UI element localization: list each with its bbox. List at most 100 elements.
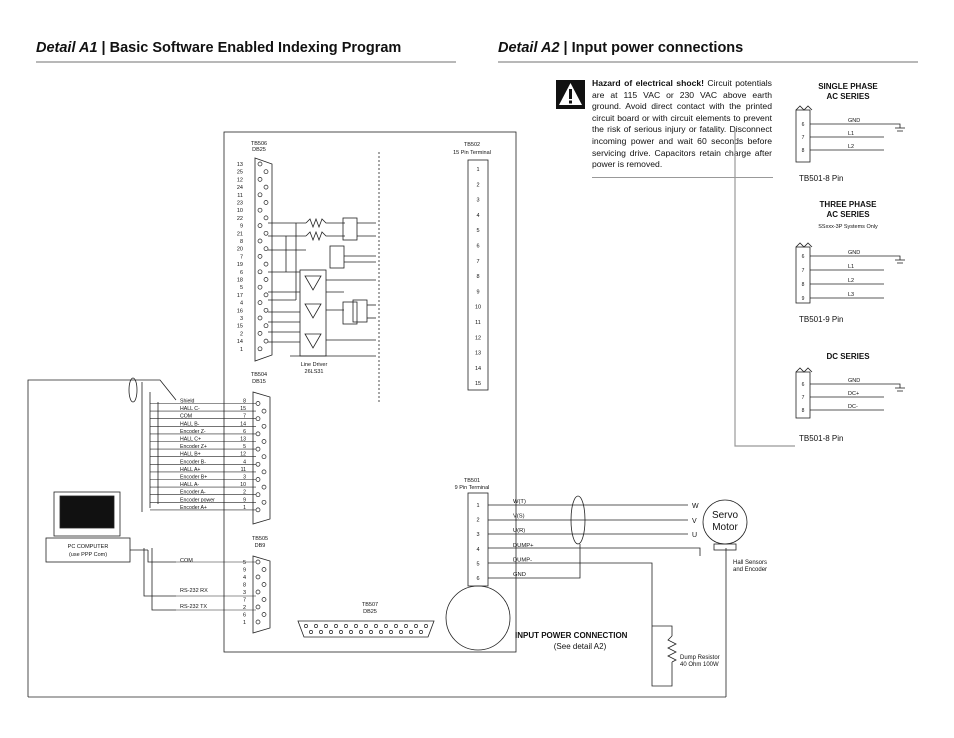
tb505-tx-label: RS-232 TX [180, 604, 207, 610]
motor-phase-u: U [692, 532, 697, 539]
tb504-signal-label: COM [180, 414, 192, 420]
tb506-pin-number: 9 [240, 224, 243, 230]
tb501-signal-label: GND [513, 572, 526, 578]
dc-series-caption: TB501-8 Pin [799, 434, 843, 443]
detail-a1-heading: Detail A1 | Basic Software Enabled Index… [36, 40, 401, 56]
tb502-pin-number: 9 [476, 289, 479, 295]
tb501-signal-label: DUMP- [513, 557, 532, 563]
pin-contact [261, 499, 267, 505]
pin-contact [314, 624, 318, 628]
a2-pin-number: 7 [802, 395, 805, 401]
tb502-block [467, 159, 489, 391]
pin-contact [263, 184, 269, 190]
pin-contact [261, 408, 267, 414]
tb504-signal-label: Encoder Z- [180, 429, 206, 435]
detail-a2-label: Detail A2 [498, 40, 560, 56]
detail-a2-rule [498, 61, 918, 63]
tb501-pin-number: 1 [476, 503, 479, 509]
tb506-pin-number: 15 [237, 324, 243, 330]
pin-contact [324, 624, 328, 628]
pin-contact [257, 254, 263, 259]
tb504-name: TB504 [251, 372, 267, 378]
tb505-pin-number: 1 [243, 620, 246, 626]
dump-resistor-label: Dump Resistor [680, 655, 720, 661]
pin-contact [399, 630, 403, 634]
a2-pin-number: 9 [802, 296, 805, 302]
hall-sensors-sublabel: and Encoder [733, 567, 767, 573]
tb506-pin-number: 2 [240, 331, 243, 337]
a2-pin-number: 7 [802, 268, 805, 274]
warning-icon [556, 80, 585, 109]
pin-contact [261, 423, 267, 429]
a2-signal-label: GND [848, 378, 860, 384]
tb501-signal-label: W(T) [513, 499, 526, 505]
drive-board-outline [223, 131, 517, 653]
pin-contact [359, 630, 363, 634]
pin-contact [255, 461, 261, 467]
tb502-type: 15 Pin Terminal [453, 150, 491, 156]
pin-contact [255, 492, 261, 498]
detail-a2-title: Input power connections [571, 40, 744, 56]
tb506-pin-number: 3 [240, 316, 243, 322]
tb507-connector [304, 624, 428, 634]
pin-contact [409, 630, 413, 634]
tb506-pin-number: 25 [237, 170, 243, 176]
tb506-pin-number: 5 [240, 285, 243, 291]
dump-resistor-symbol [667, 635, 677, 663]
tb506-pin-number: 7 [240, 254, 243, 260]
pin-contact [261, 597, 267, 602]
pin-contact [263, 338, 269, 344]
tb501-signal-label: DUMP+ [513, 543, 534, 549]
tb505-name: TB505 [252, 536, 268, 542]
pin-contact [257, 269, 263, 275]
tb502-pin-number: 6 [476, 244, 479, 250]
pin-contact [263, 277, 269, 282]
tb502-pin-number: 5 [476, 228, 479, 234]
tb507-name: TB507 [362, 602, 378, 608]
pin-contact [261, 567, 267, 572]
tb502-pin-number: 2 [476, 182, 479, 188]
hall-sensors-label: Hall Sensors [733, 560, 767, 566]
pin-contact [255, 431, 261, 437]
three-phase-subtitle: AC SERIES [826, 210, 870, 219]
pin-contact [379, 630, 383, 634]
tb504-signal-label: HALL B+ [180, 452, 201, 458]
tb505-pin-number: 8 [243, 583, 246, 589]
pin-contact [257, 346, 263, 352]
tb505-pin-number: 9 [243, 568, 246, 574]
a2-signal-label: DC- [848, 404, 858, 410]
tb502-pin-number: 14 [475, 366, 481, 372]
tb505-pin-number: 6 [243, 613, 246, 619]
tb506-pin-number: 8 [240, 239, 243, 245]
pin-contact [394, 624, 398, 628]
pin-contact [263, 215, 269, 221]
pin-contact [261, 612, 267, 617]
pin-contact [263, 323, 269, 329]
single-phase-terminal [795, 105, 905, 163]
tb504-pin-number: 10 [240, 482, 246, 488]
tb504-pin-number: 5 [243, 444, 246, 450]
pin-contact [389, 630, 393, 634]
pin-contact [263, 200, 269, 205]
tb504-pin-number: 8 [243, 399, 246, 405]
tb504-signal-label: HALL A+ [180, 467, 200, 473]
tb502-pin-number: 7 [476, 259, 479, 265]
pin-contact [319, 630, 323, 634]
detail-a2-bracket [734, 130, 795, 447]
tb505-type: DB9 [255, 543, 266, 549]
tb504-pin-number: 4 [243, 459, 246, 465]
a2-signal-label: L1 [848, 264, 854, 270]
tb501-signal-label: V(S) [513, 514, 525, 520]
tb506-pin-number: 6 [240, 270, 243, 276]
detail-a2-heading: Detail A2 | Input power connections [498, 40, 743, 56]
detail-a1-separator: | [97, 40, 110, 56]
tb502-pin-number: 1 [476, 167, 479, 173]
tb504-pin-number: 13 [240, 437, 246, 443]
motor-phase-wires [488, 495, 701, 687]
motor-sublabel: Motor [712, 522, 738, 533]
pin-contact [257, 315, 263, 321]
tb504-signal-label: Encoder power [180, 497, 215, 503]
tb505-pin-number: 5 [243, 560, 246, 566]
tb505-pin-number: 3 [243, 590, 246, 596]
tb507-shell [297, 620, 435, 638]
